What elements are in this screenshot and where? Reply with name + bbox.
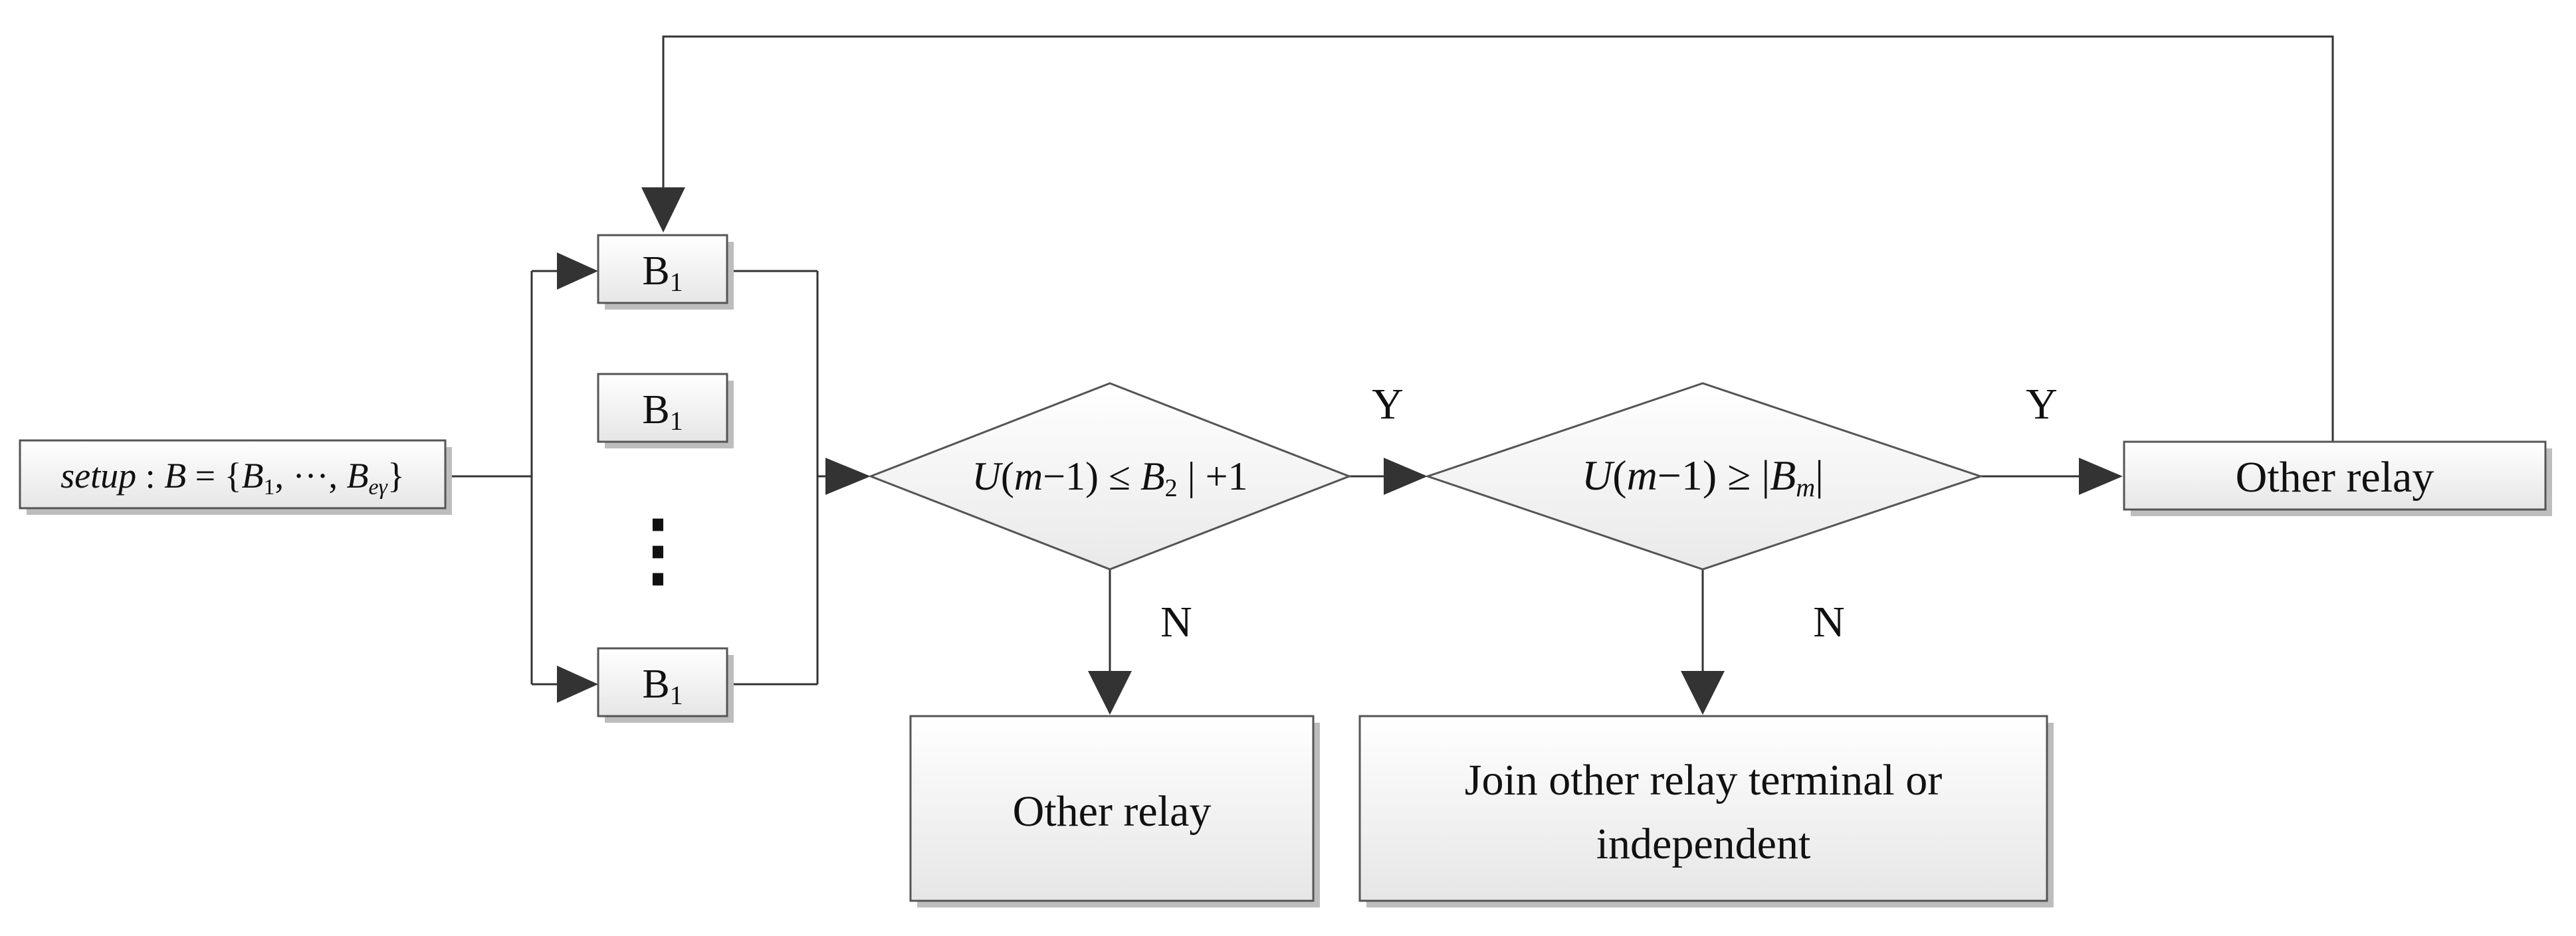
b-box-bottom-subscript: 1 bbox=[670, 680, 683, 710]
decision1-subscript: 2 bbox=[1165, 474, 1178, 502]
setup-last-subscript: eγ bbox=[368, 475, 388, 500]
decision2-argument: m bbox=[1627, 452, 1658, 499]
svg-text:setup : B = {B1, ···, Beγ}: setup : B = {B1, ···, Beγ} bbox=[60, 456, 405, 500]
connectors bbox=[445, 35, 2334, 686]
decision1-tail: | +1 bbox=[1188, 454, 1248, 498]
join-relay-box: Join other relay terminal or independent bbox=[1358, 715, 2054, 907]
arrowhead-to-relay-bottom bbox=[1088, 671, 1132, 715]
setup-var: B bbox=[164, 456, 186, 496]
arrowhead-to-decision1 bbox=[825, 458, 871, 495]
decision2-subscript: m bbox=[1796, 472, 1815, 502]
decision1-function: U bbox=[972, 454, 1004, 498]
decision1-variable: B bbox=[1140, 454, 1165, 498]
svg-text:B1: B1 bbox=[642, 248, 683, 297]
b-box-top-subscript: 1 bbox=[670, 267, 683, 297]
other-relay-bottom-box: Other relay bbox=[909, 715, 1320, 907]
no-label-decision2: N bbox=[1813, 598, 1845, 646]
arrowhead-to-decision2 bbox=[1384, 458, 1428, 495]
join-relay-line2: independent bbox=[1596, 820, 1811, 868]
line-feedback-loop bbox=[662, 35, 2334, 442]
arrowhead-to-b-bottom bbox=[557, 666, 598, 703]
vertical-ellipsis: ⋮ bbox=[618, 506, 698, 594]
arrowheads bbox=[557, 187, 2123, 715]
setup-first-element: B bbox=[242, 456, 264, 496]
arrowhead-to-b-top bbox=[557, 252, 598, 290]
b-box-bottom-letter: B bbox=[642, 662, 669, 707]
b-box-middle-subscript: 1 bbox=[670, 406, 683, 436]
svg-text:U(m−1) ≤ B2 | +1: U(m−1) ≤ B2 | +1 bbox=[972, 454, 1248, 502]
yes-label-decision2: Y bbox=[2026, 380, 2058, 428]
b-box-top-letter: B bbox=[642, 248, 669, 294]
setup-keyword: setup bbox=[60, 456, 136, 496]
join-relay-line1: Join other relay terminal or bbox=[1465, 756, 1942, 804]
decision-diamond-1: U(m−1) ≤ B2 | +1 bbox=[867, 382, 1352, 571]
arrowhead-feedback bbox=[641, 187, 685, 233]
other-relay-bottom-label: Other relay bbox=[1013, 787, 1212, 836]
yes-label-decision1: Y bbox=[1372, 380, 1404, 428]
no-label-decision1: N bbox=[1160, 598, 1192, 646]
other-relay-right-label: Other relay bbox=[2236, 453, 2434, 502]
decision1-argument: m bbox=[1014, 454, 1043, 498]
svg-text:B1: B1 bbox=[642, 387, 683, 436]
b-box-middle-letter: B bbox=[642, 387, 669, 432]
arrowhead-to-relay-right bbox=[2079, 458, 2123, 495]
arrowhead-to-join-box bbox=[1681, 671, 1725, 715]
b-box-top: B1 bbox=[597, 234, 734, 310]
other-relay-right-box: Other relay bbox=[2123, 440, 2552, 516]
decision2-variable: B bbox=[1770, 452, 1796, 499]
setup-box: setup : B = {B1, ···, Beγ} bbox=[19, 439, 452, 515]
b-box-bottom: B1 bbox=[597, 647, 734, 723]
setup-ellipsis: ··· bbox=[293, 456, 329, 496]
svg-text:U(m−1) ≥ |Bm|: U(m−1) ≥ |Bm| bbox=[1582, 452, 1824, 502]
setup-first-subscript: 1 bbox=[264, 475, 275, 500]
decision-diamond-2: U(m−1) ≥ |Bm| bbox=[1424, 382, 1984, 571]
decision2-function: U bbox=[1582, 452, 1615, 499]
setup-last-element: B bbox=[346, 456, 368, 496]
svg-text:B1: B1 bbox=[642, 662, 683, 710]
b-box-middle: B1 bbox=[597, 373, 734, 448]
